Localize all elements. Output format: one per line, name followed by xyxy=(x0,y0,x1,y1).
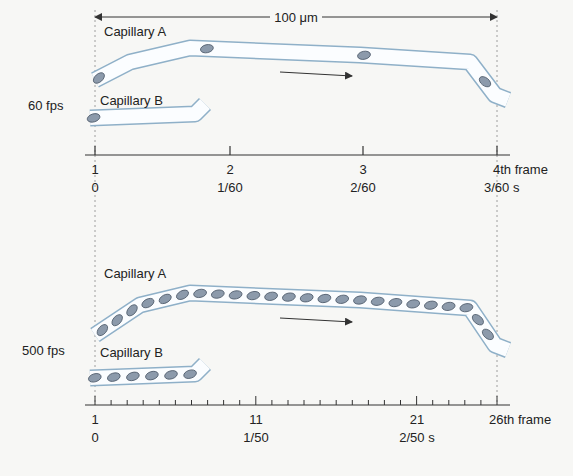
frame-tick xyxy=(400,400,401,405)
red-blood-cell xyxy=(353,295,367,306)
frame-tick xyxy=(271,400,272,405)
frame-number: 11 xyxy=(249,412,263,427)
time-value: 2/50 s xyxy=(399,430,434,445)
red-blood-cell xyxy=(125,303,140,318)
red-blood-cell xyxy=(126,371,141,382)
red-blood-cell xyxy=(441,301,455,311)
red-blood-cell xyxy=(424,300,438,310)
time-value: 3/60 s xyxy=(484,180,519,195)
frame-tick xyxy=(448,400,449,405)
frame-tick xyxy=(175,400,176,405)
red-blood-cell xyxy=(175,288,190,301)
frame-tick xyxy=(384,400,385,405)
flow-arrow xyxy=(280,72,352,76)
capillary-name: Capillary A xyxy=(104,24,166,39)
frame-tick xyxy=(207,400,208,405)
frame-tick xyxy=(352,400,353,405)
red-blood-cell xyxy=(246,290,260,301)
frame-tick xyxy=(497,396,498,405)
time-value: 2/60 xyxy=(350,180,375,195)
capillary-lumen xyxy=(95,48,508,100)
capillary-name: Capillary B xyxy=(100,345,163,360)
frame-number: 1 xyxy=(91,412,98,427)
frame-tick xyxy=(159,400,160,405)
red-blood-cell xyxy=(110,313,125,328)
frame-tick xyxy=(416,396,417,405)
red-blood-cell xyxy=(299,292,313,303)
frame-tick xyxy=(191,400,192,405)
capillary-wall xyxy=(95,48,508,100)
dimension-label: 100 μm xyxy=(270,10,322,25)
red-blood-cell xyxy=(193,288,207,299)
frame-tick xyxy=(127,400,128,405)
frame-tick xyxy=(143,400,144,405)
frame-rate-label: 500 fps xyxy=(22,343,65,358)
frame-tick xyxy=(320,400,321,405)
red-blood-cell xyxy=(211,289,225,300)
frame-rate-label: 60 fps xyxy=(28,98,63,113)
frame-tick xyxy=(288,400,289,405)
frame-tick xyxy=(95,396,96,405)
red-blood-cell xyxy=(371,296,385,306)
red-blood-cell xyxy=(145,370,160,381)
time-axis xyxy=(85,154,510,155)
red-blood-cell xyxy=(264,291,278,302)
frame-tick xyxy=(362,146,363,155)
red-blood-cell xyxy=(164,369,179,380)
frame-number: 1 xyxy=(91,162,98,177)
red-blood-cell xyxy=(317,293,331,304)
red-blood-cell xyxy=(477,75,492,89)
frame-tick xyxy=(304,400,305,405)
red-blood-cell xyxy=(200,43,214,54)
time-value: 1/50 xyxy=(243,430,268,445)
frame-tick xyxy=(496,146,497,155)
red-blood-cell xyxy=(459,303,473,313)
capillary-lumen xyxy=(95,293,508,350)
red-blood-cell xyxy=(357,50,371,60)
red-blood-cell xyxy=(87,372,102,383)
frame-number: 4th frame xyxy=(493,162,548,177)
frame-tick xyxy=(111,400,112,405)
red-blood-cell xyxy=(388,297,402,307)
frame-tick xyxy=(239,400,240,405)
frame-tick xyxy=(464,400,465,405)
frame-tick xyxy=(229,146,230,155)
red-blood-cell xyxy=(228,290,242,301)
frame-tick xyxy=(368,400,369,405)
time-value: 1/60 xyxy=(217,180,242,195)
capillary-name: Capillary B xyxy=(100,93,163,108)
red-blood-cell xyxy=(183,368,198,379)
frame-number: 3 xyxy=(359,162,366,177)
red-blood-cell xyxy=(106,371,121,382)
red-blood-cell xyxy=(86,112,101,123)
capillary-wall xyxy=(95,293,508,350)
red-blood-cell xyxy=(91,71,106,86)
frame-tick xyxy=(336,400,337,405)
frame-number: 21 xyxy=(410,412,424,427)
red-blood-cell xyxy=(282,292,296,303)
frame-tick xyxy=(480,400,481,405)
frame-tick xyxy=(94,146,95,155)
red-blood-cell xyxy=(335,294,349,305)
time-value: 0 xyxy=(91,180,98,195)
red-blood-cell xyxy=(470,312,485,327)
frame-tick xyxy=(223,400,224,405)
red-blood-cell xyxy=(480,327,495,342)
red-blood-cell xyxy=(406,299,420,309)
frame-tick xyxy=(432,400,433,405)
flow-arrow xyxy=(280,318,352,322)
frame-number: 2 xyxy=(226,162,233,177)
frame-number: 26th frame xyxy=(489,412,551,427)
red-blood-cell xyxy=(140,296,155,309)
time-value: 0 xyxy=(91,430,98,445)
frame-tick xyxy=(255,396,256,405)
reference-line xyxy=(95,10,96,405)
time-axis xyxy=(85,404,510,405)
capillary-name: Capillary A xyxy=(104,266,166,281)
red-blood-cell xyxy=(95,323,110,338)
red-blood-cell xyxy=(158,292,173,305)
